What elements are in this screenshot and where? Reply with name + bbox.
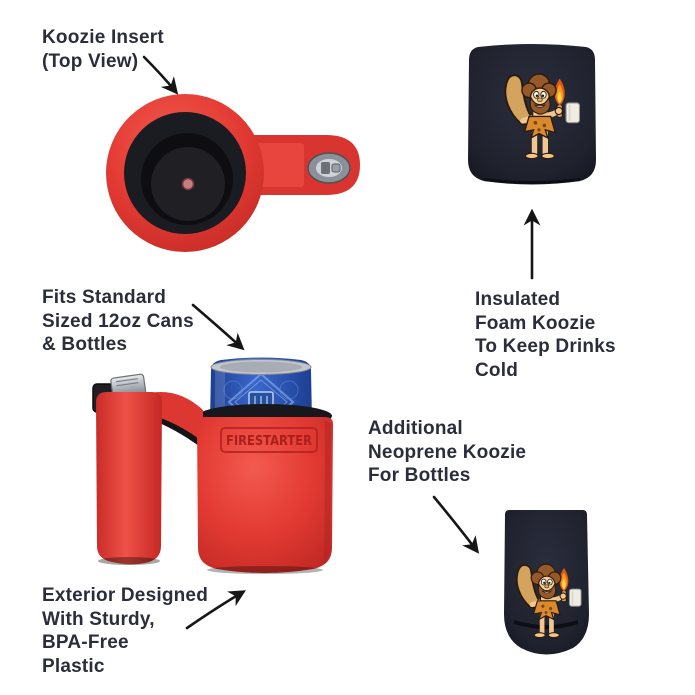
lighter-holder <box>96 392 162 565</box>
label-line: Sized 12oz Cans <box>42 310 194 332</box>
label-line: For Bottles <box>368 465 471 486</box>
brand-emboss-text: FIRESTARTER <box>226 434 312 449</box>
label-line: (Top View) <box>42 50 139 72</box>
koozie-cup: FIRESTARTER <box>197 417 333 574</box>
label-line: To Keep Drinks <box>475 336 616 357</box>
label-line: Cold <box>475 359 519 381</box>
foam-koozie-photo <box>468 44 596 185</box>
exterior-plastic-label: Exterior Designed With Sturdy, BPA-Free … <box>42 584 208 678</box>
main-product-photo: FIRESTARTER <box>92 357 333 574</box>
koozie-insert-photo <box>106 94 360 252</box>
lighter-top-icon <box>307 152 351 184</box>
label-line: Koozie Insert <box>42 27 164 48</box>
insert-center-pin <box>181 177 195 191</box>
foam-koozie-body <box>468 44 596 185</box>
label-line: BPA-Free <box>42 632 129 653</box>
bottle-koozie-photo <box>504 510 589 655</box>
brand-emboss-frame <box>220 427 318 453</box>
label-line: Exterior Designed <box>42 585 209 606</box>
additional-koozie-label: Additional Neoprene Koozie For Bottles <box>368 417 526 488</box>
arrow-to-bottle-koozie <box>432 495 480 554</box>
label-line: Plastic <box>42 655 105 677</box>
fits-cans-label: Fits Standard Sized 12oz Cans & Bottles <box>42 286 194 357</box>
label-line: Insulated <box>475 289 561 310</box>
label-line: With Sturdy, <box>42 608 155 630</box>
arrow-to-can <box>191 303 245 351</box>
label-line: Additional <box>368 418 463 439</box>
insulated-koozie-label: Insulated Foam Koozie To Keep Drinks Col… <box>475 288 616 382</box>
koozie-insert-label: Koozie Insert (Top View) <box>42 26 164 73</box>
label-line: Neoprene Koozie <box>368 441 527 463</box>
label-line: Fits Standard <box>42 287 167 308</box>
label-line: & Bottles <box>42 334 128 355</box>
label-line: Foam Koozie <box>475 312 596 334</box>
